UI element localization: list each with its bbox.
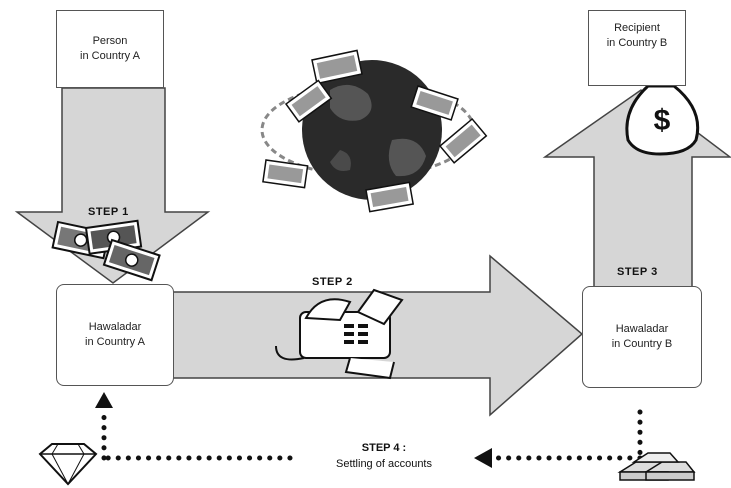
recipient-country-label: in Country B — [606, 37, 668, 49]
settlement-dotted-path — [95, 392, 643, 468]
step4-label: STEP 4 : — [361, 442, 407, 454]
hawaladar-b-country-label: in Country B — [611, 338, 673, 350]
hawaladar-country-b-box: Hawaladar in Country B — [582, 286, 702, 388]
fax-machine-icon — [275, 288, 404, 380]
diamond-icon — [38, 443, 98, 486]
person-label: Person — [92, 35, 128, 47]
person-country-a-box: Person in Country A — [56, 10, 164, 88]
step2-label: STEP 2 — [312, 276, 353, 288]
person-country-label: in Country A — [80, 50, 140, 62]
gold-bars-icon — [617, 452, 696, 481]
step4-description: Settling of accounts — [335, 458, 432, 470]
hawaladar-country-a-box: Hawaladar in Country A — [56, 284, 174, 386]
step3-label: STEP 3 — [617, 266, 658, 278]
money-bag-dollar-sign: $ — [654, 104, 671, 137]
recipient-country-b-box: Recipient in Country B — [588, 10, 686, 86]
globe-money-icon — [260, 49, 488, 213]
step1-label: STEP 1 — [88, 206, 129, 218]
recipient-label: Recipient — [614, 22, 660, 34]
hawaladar-b-label: Hawaladar — [615, 323, 669, 335]
step4-note: STEP 4 : Settling of accounts — [308, 440, 460, 472]
banknotes-icon — [51, 219, 161, 282]
hawaladar-a-label: Hawaladar — [88, 321, 142, 333]
hawaladar-a-country-label: in Country A — [85, 336, 145, 348]
